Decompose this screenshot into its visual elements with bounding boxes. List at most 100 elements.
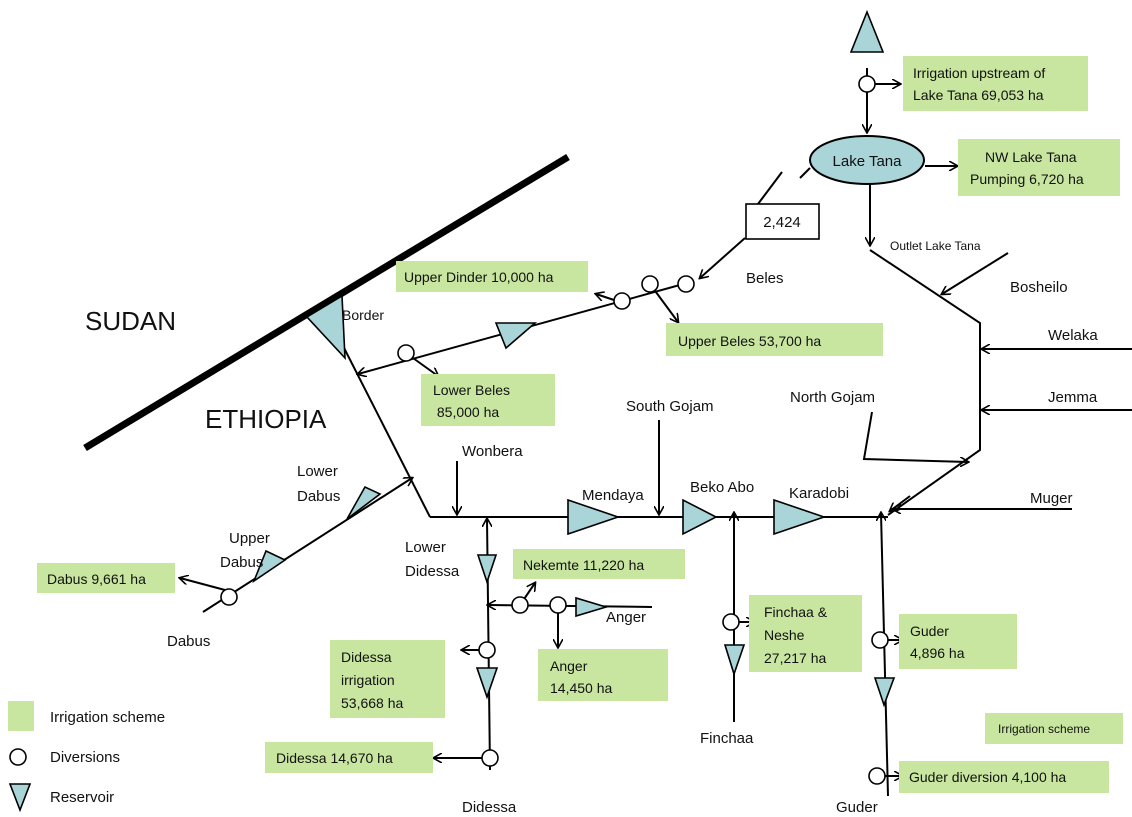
reservoir-mendaya-icon xyxy=(567,498,621,536)
box-nw-pumping-line2: Pumping 6,720 ha xyxy=(970,171,1084,187)
label-dabus: Dabus xyxy=(167,633,210,650)
reservoir-didessa-icon xyxy=(475,667,499,700)
label-lower-dabus-line1: Lower xyxy=(297,463,338,480)
label-karadobi: Karadobi xyxy=(789,485,849,502)
reservoir-beko-abo-icon xyxy=(682,498,718,536)
dabus-river xyxy=(202,478,412,613)
box-upper-dinder: Upper Dinder 10,000 ha xyxy=(404,269,554,285)
box-anger-line2: 14,450 ha xyxy=(550,680,612,696)
legend-reservoir-label: Reservoir xyxy=(50,789,114,806)
box-guder-line1: Guder xyxy=(910,623,949,639)
diversion-guder-icon xyxy=(871,631,889,649)
label-didessa: Didessa xyxy=(462,799,517,816)
label-border: Border xyxy=(342,307,384,323)
box-finchaa-line1: Finchaa & xyxy=(764,604,828,620)
reservoir-guder-icon xyxy=(873,677,896,708)
label-lower-dabus-line2: Dabus xyxy=(297,488,340,505)
label-welaka: Welaka xyxy=(1048,327,1098,344)
border-line xyxy=(83,154,570,451)
reservoir-lower-didessa-icon xyxy=(476,554,498,585)
box-nekemte: Nekemte 11,220 ha xyxy=(523,557,644,573)
box-didessa-line2: irrigation xyxy=(341,672,395,688)
box-didessa-line3: 53,668 ha xyxy=(341,695,403,711)
diversion-nekemte-icon xyxy=(511,596,529,614)
diversion-anger-icon xyxy=(549,596,567,614)
diversion-dabus-icon xyxy=(220,588,238,606)
box-nw-pumping-line1: NW Lake Tana xyxy=(985,149,1077,165)
legend: Irrigation scheme Diversions Reservoir xyxy=(8,701,165,813)
label-upper-dabus-line2: Dabus xyxy=(220,554,263,571)
guder-river xyxy=(881,513,889,797)
box-upstream-line1: Irrigation upstream of xyxy=(913,65,1045,81)
label-mendaya: Mendaya xyxy=(582,487,644,504)
legend-irrigation-label: Irrigation scheme xyxy=(50,709,165,726)
diversion-guder-lower-icon xyxy=(868,767,886,785)
legend-reservoir-icon xyxy=(8,783,32,813)
reservoir-border-icon xyxy=(305,294,346,361)
flow-value-box xyxy=(745,203,820,240)
diversion-didessa-icon xyxy=(481,749,499,767)
region-sudan: SUDAN xyxy=(85,306,176,336)
diversion-upper-beles-icon xyxy=(641,275,659,293)
site-labels: Outlet Lake Tana Beles Bosheilo Welaka J… xyxy=(167,239,1098,816)
label-north-gojam: North Gojam xyxy=(790,389,875,406)
diversion-didessa-irrigation-icon xyxy=(478,641,496,659)
box-lower-beles-line2: 85,000 ha xyxy=(433,404,499,420)
label-outlet-lake-tana: Outlet Lake Tana xyxy=(890,239,981,253)
reservoir-beles-icon xyxy=(494,322,538,350)
label-finchaa: Finchaa xyxy=(700,730,754,747)
diversions xyxy=(220,75,889,785)
svg-text:Lower Beles 85,000 ha: Lower Beles 85,000 ha xyxy=(433,382,510,420)
legend-irrigation-swatch xyxy=(8,701,34,731)
label-lower-didessa-line1: Lower xyxy=(405,539,446,556)
lake-tana-label: Lake Tana xyxy=(833,153,903,170)
box-lower-beles-line1: Lower Beles xyxy=(433,382,510,398)
diversion-lower-beles-icon xyxy=(397,344,415,362)
label-south-gojam: South Gojam xyxy=(626,398,714,415)
box-finchaa-line2: Neshe xyxy=(764,627,805,643)
box-upper-beles: Upper Beles 53,700 ha xyxy=(678,333,821,349)
reservoir-karadobi-icon xyxy=(773,498,827,536)
irrigation-schemes: Irrigation upstream of Lake Tana 69,053 h… xyxy=(37,56,1123,793)
box-guder-diversion: Guder diversion 4,100 ha xyxy=(909,769,1066,785)
reservoir-anger-icon xyxy=(575,596,609,618)
label-guder: Guder xyxy=(836,799,878,816)
label-lower-didessa-line2: Didessa xyxy=(405,563,460,580)
label-anger: Anger xyxy=(606,609,646,626)
reservoirs xyxy=(252,9,896,708)
label-beko-abo: Beko Abo xyxy=(690,479,754,496)
main-stem-to-border xyxy=(339,339,431,518)
label-upper-dabus-line1: Upper xyxy=(229,530,270,547)
reservoir-lower-dabus-icon xyxy=(346,485,382,520)
label-beles: Beles xyxy=(746,270,784,287)
reservoir-finchaa-icon xyxy=(723,644,746,677)
box-upstream-line2: Lake Tana 69,053 ha xyxy=(913,87,1044,103)
diversion-beles-upper-icon xyxy=(677,275,695,293)
label-jemma: Jemma xyxy=(1048,389,1098,406)
region-ethiopia: ETHIOPIA xyxy=(205,404,327,434)
box-dabus: Dabus 9,661 ha xyxy=(47,571,146,587)
box-didessa-14670: Didessa 14,670 ha xyxy=(276,750,393,766)
reservoir-upper-dabus-icon xyxy=(252,549,287,584)
legend-diversions-label: Diversions xyxy=(50,749,120,766)
box-finchaa-line3: 27,217 ha xyxy=(764,650,826,666)
label-muger: Muger xyxy=(1030,490,1073,507)
reservoir-upstream-icon xyxy=(849,9,885,53)
diversion-finchaa-icon xyxy=(722,613,740,631)
blue-nile-upper-reach xyxy=(869,249,981,516)
diversion-upper-dinder-icon xyxy=(613,292,631,310)
diversion-upstream-icon xyxy=(858,75,876,93)
box-anger-line1: Anger xyxy=(550,658,588,674)
label-bosheilo: Bosheilo xyxy=(1010,279,1068,296)
box-didessa-line1: Didessa xyxy=(341,649,392,665)
box-irrigation-scheme-small: Irrigation scheme xyxy=(998,722,1090,736)
